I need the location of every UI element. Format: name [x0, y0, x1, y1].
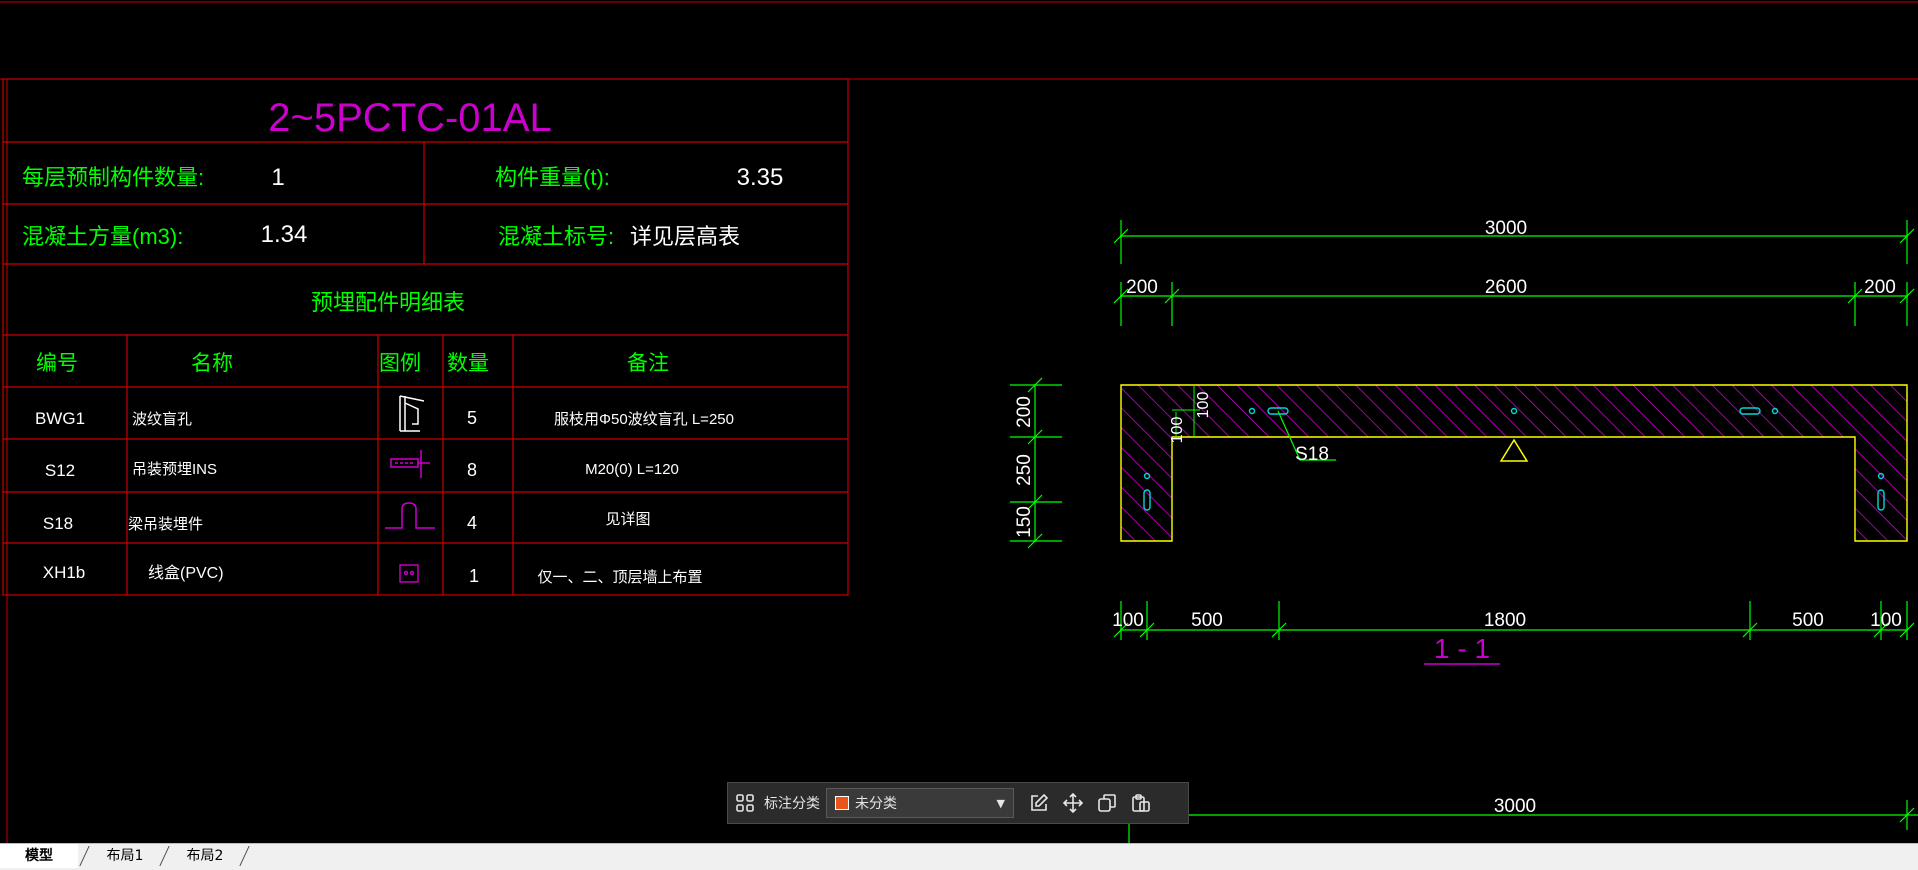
row2-note: M20(0) L=120	[585, 461, 679, 478]
row4-code: XH1b	[43, 563, 86, 582]
dim-bottom-100a: 100	[1112, 610, 1144, 631]
row1-note: 服枝用Φ50波纹盲孔 L=250	[554, 411, 734, 428]
row4-note: 仅一、二、顶层墙上布置	[537, 569, 702, 586]
support-triangle-icon	[1499, 438, 1529, 462]
grid-icon[interactable]	[728, 783, 762, 823]
row1-name: 波纹盲孔	[132, 411, 192, 428]
dim-inner-100b: 100	[1169, 417, 1186, 444]
dim-bottom-1800: 1800	[1484, 610, 1526, 631]
category-color-swatch	[835, 796, 849, 810]
tab-separator	[239, 846, 250, 866]
dim-inner-small	[1172, 385, 1200, 437]
dim-bottom-500b: 500	[1792, 610, 1824, 631]
row3-qty: 4	[467, 513, 477, 533]
part-title: 2~5PCTC-01AL	[268, 96, 551, 140]
concrete-grade-label: 混凝土标号:	[498, 224, 614, 249]
chevron-down-icon: ▼	[996, 796, 1005, 810]
embedded-table-title: 预埋配件明细表	[311, 290, 465, 315]
tab-model[interactable]: 模型	[0, 844, 78, 868]
row4-qty: 1	[469, 566, 479, 586]
layout-tab-bar: 模型 布局1 布局2	[0, 843, 1918, 870]
tab-separator	[159, 846, 170, 866]
move-icon[interactable]	[1056, 783, 1090, 823]
dim-bottom-500a: 500	[1191, 610, 1223, 631]
row2-qty: 8	[467, 460, 477, 480]
row3-name: 梁吊装埋件	[128, 516, 203, 533]
dim-inner-100a: 100	[1195, 392, 1212, 419]
row4-name: 线盒(PVC)	[148, 564, 224, 582]
qty-per-floor-value: 1	[271, 164, 284, 191]
header-code: 编号	[36, 352, 78, 375]
dim-height-200: 200	[1014, 396, 1035, 428]
annotation-toolbar: 标注分类 未分类 ▼	[727, 782, 1189, 824]
copy-icon[interactable]	[1090, 783, 1124, 823]
concrete-volume-label: 混凝土方量(m3):	[22, 224, 183, 249]
part-info-table	[2, 78, 849, 596]
dim-overall-text: 3000	[1485, 218, 1527, 239]
dim-segments-bottom	[1113, 601, 1915, 640]
section-body	[1120, 384, 1908, 542]
corrugated-duct-icon	[399, 395, 425, 432]
weight-value: 3.35	[737, 164, 784, 191]
qty-per-floor-label: 每层预制构件数量:	[22, 165, 204, 190]
lifting-loop-icon	[385, 502, 435, 529]
weight-label: 构件重量(t):	[495, 165, 610, 190]
paste-icon[interactable]	[1124, 783, 1158, 823]
category-select-value: 未分类	[855, 796, 897, 812]
header-qty: 数量	[447, 352, 489, 375]
embed-leader	[1277, 410, 1336, 461]
concrete-volume-value: 1.34	[261, 221, 308, 248]
dim-height-150: 150	[1014, 506, 1035, 538]
header-legend: 图例	[379, 352, 421, 375]
dim-bottom-100b: 100	[1870, 610, 1902, 631]
dim-overall-top	[1113, 220, 1915, 264]
dim-segments-top	[1113, 282, 1915, 326]
dim-seg-left-text: 200	[1126, 277, 1158, 298]
row2-name: 吊装预埋INS	[132, 461, 217, 478]
annotation-category-select[interactable]: 未分类 ▼	[826, 788, 1014, 818]
row1-qty: 5	[467, 408, 477, 428]
tab-layout2[interactable]: 布局2	[186, 848, 224, 864]
edit-icon[interactable]	[1022, 783, 1056, 823]
row1-code: BWG1	[35, 409, 85, 428]
tab-separator	[79, 846, 90, 866]
row3-note: 见详图	[605, 511, 650, 528]
embed-markers	[1143, 407, 1885, 511]
dim-seg-right-text: 200	[1864, 277, 1896, 298]
dim-height-250: 250	[1014, 454, 1035, 486]
header-note: 备注	[627, 352, 669, 375]
junction-box-icon	[399, 564, 419, 583]
annotation-category-label: 标注分类	[764, 796, 820, 812]
dim-lower-text: 3000	[1494, 796, 1536, 817]
embed-label: S18	[1295, 444, 1329, 465]
row3-code: S18	[43, 514, 73, 533]
dim-seg-mid-text: 2600	[1485, 277, 1527, 298]
tab-layout1[interactable]: 布局1	[106, 848, 144, 864]
header-name: 名称	[191, 352, 233, 375]
concrete-grade-value: 详见层高表	[630, 224, 740, 249]
dim-heights-left	[1010, 377, 1062, 549]
row2-code: S12	[45, 461, 75, 480]
section-label: 1 - 1	[1434, 633, 1490, 664]
lifting-insert-icon	[390, 450, 430, 478]
